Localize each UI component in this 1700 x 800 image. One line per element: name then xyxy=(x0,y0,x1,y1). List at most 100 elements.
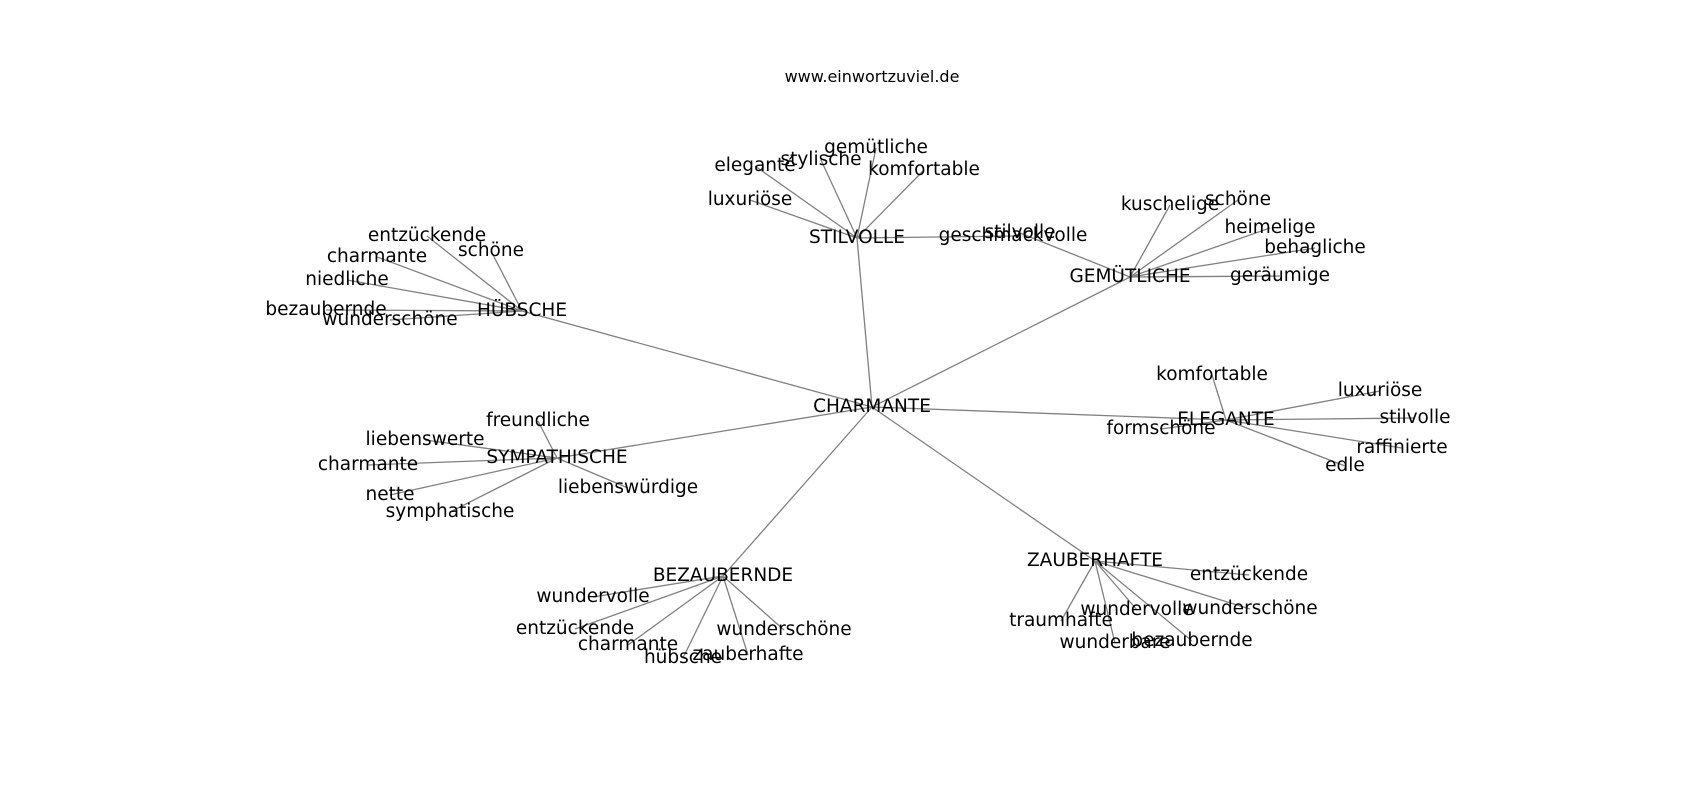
edge-hub-to-word xyxy=(426,235,523,312)
word-node-label: traumhafte xyxy=(1009,610,1113,631)
edge-hub-to-word xyxy=(346,279,523,312)
word-node-label: nette xyxy=(366,484,415,505)
edge-hub-to-word xyxy=(1225,417,1416,421)
word-node-label: wunderschöne xyxy=(322,309,457,330)
edge-center-to-hub xyxy=(521,310,873,408)
word-node-label: niedliche xyxy=(305,269,389,290)
word-node-label: behagliche xyxy=(1264,237,1366,258)
edge-hub-to-word xyxy=(449,457,558,513)
word-node-label: entzückende xyxy=(1190,564,1308,585)
word-node-label: freundliche xyxy=(486,410,590,431)
word-node-label: bezaubernde xyxy=(1131,630,1252,651)
word-node-label: hübsche xyxy=(644,647,722,668)
edge-hub-to-word xyxy=(1094,560,1250,576)
word-node-label: bezaubernde xyxy=(265,299,386,320)
hub-node-label: ZAUBERHAFTE xyxy=(1027,550,1163,571)
edge-hub-to-word xyxy=(376,256,523,312)
word-node-label: stilvolle xyxy=(984,222,1055,243)
edge-hub-to-word xyxy=(1094,560,1193,642)
hub-node-label: GEMÜTLICHE xyxy=(1069,265,1190,287)
edge-hub-to-word xyxy=(574,575,724,630)
edge-hub-to-word xyxy=(856,169,925,239)
word-node-label: luxuriöse xyxy=(1338,380,1423,401)
edge-hub-to-word xyxy=(627,575,724,646)
word-node-label: entzückende xyxy=(368,225,486,246)
edge-hub-to-word xyxy=(389,457,558,496)
edge-hub-to-word xyxy=(722,575,749,656)
edge-center-to-hub xyxy=(871,406,1227,421)
edge-hub-to-word xyxy=(556,457,629,489)
edge-hub-to-word xyxy=(424,439,558,459)
edge-center-to-hub xyxy=(871,276,1131,408)
edge-hub-to-word xyxy=(754,165,858,239)
word-node-label: wunderschöne xyxy=(716,619,851,640)
word-node-label: edle xyxy=(1325,455,1365,476)
edge-hub-to-word xyxy=(722,575,785,631)
edge-hub-to-word xyxy=(1225,419,1403,449)
word-node-label: charmante xyxy=(318,454,418,475)
edge-hub-to-word xyxy=(1060,560,1096,622)
word-node-label: geschmackvolle xyxy=(939,225,1088,246)
word-node-label: gemütliche xyxy=(824,137,928,158)
edge-hub-to-word xyxy=(1094,560,1116,644)
word-node-label: liebenswerte xyxy=(366,429,485,450)
edge-hub-to-word xyxy=(749,199,858,239)
word-node-label: kuschelige xyxy=(1121,194,1219,215)
word-node-label: wundervolle xyxy=(1080,599,1193,620)
edge-hub-to-word xyxy=(1129,199,1239,278)
edge-hub-to-word xyxy=(1129,247,1316,278)
edge-hub-to-word xyxy=(1129,227,1271,278)
edge-hub-to-word xyxy=(1160,419,1227,430)
word-node-label: schöne xyxy=(1205,189,1271,210)
edge-hub-to-word xyxy=(389,310,523,321)
edge-hub-to-word xyxy=(367,457,558,466)
hub-node-label: BEZAUBERNDE xyxy=(653,565,793,586)
edge-hub-to-word xyxy=(1094,560,1251,610)
edge-center-to-hub xyxy=(722,406,873,577)
edge-hub-to-word xyxy=(1225,390,1381,421)
word-node-label: charmante xyxy=(327,246,427,267)
edge-center-to-hub xyxy=(856,237,873,408)
edge-hub-to-word xyxy=(1129,275,1281,278)
hub-node-label: STILVOLLE xyxy=(809,227,905,248)
edge-hub-to-word xyxy=(856,147,877,239)
word-node-label: schöne xyxy=(458,240,524,261)
edge-hub-to-word xyxy=(490,250,523,312)
word-node-label: zauberhafte xyxy=(692,644,803,665)
word-node-label: wunderbare xyxy=(1060,632,1171,653)
word-node-label: luxuriöse xyxy=(708,189,793,210)
site-url-label: www.einwortzuviel.de xyxy=(785,67,960,86)
edge-hub-to-word xyxy=(820,159,858,239)
graph-labels: www.einwortzuviel.de CHARMANTE STILVOLLE e… xyxy=(265,67,1450,668)
word-node-label: wunderschöne xyxy=(1182,598,1317,619)
word-node-label: stylische xyxy=(780,149,861,170)
hub-node-label: HÜBSCHE xyxy=(477,299,567,321)
edge-hub-to-word xyxy=(1225,419,1346,467)
hub-node-label: ELEGANTE xyxy=(1177,409,1275,430)
edge-hub-to-word xyxy=(1019,232,1131,278)
word-node-label: entzückende xyxy=(516,618,634,639)
edge-hub-to-word xyxy=(856,235,1014,239)
word-node-label: heimelige xyxy=(1224,217,1315,238)
word-node-label: formschöne xyxy=(1106,418,1215,439)
word-node-label: eleganté xyxy=(714,155,795,176)
word-node-label: stilvolle xyxy=(1379,407,1450,428)
edge-center-to-hub xyxy=(871,406,1096,562)
word-node-label: komfortable xyxy=(868,159,980,180)
word-node-label: komfortable xyxy=(1156,364,1268,385)
word-node-label: charmante xyxy=(578,634,678,655)
edge-hub-to-word xyxy=(1094,560,1138,611)
word-node-label: wundervolle xyxy=(536,586,649,607)
edge-hub-to-word xyxy=(1211,374,1227,421)
word-node-label: geräumige xyxy=(1230,265,1330,286)
edge-hub-to-word xyxy=(1129,204,1171,278)
word-node-label: symphatische xyxy=(386,501,515,522)
word-node-label: raffinierte xyxy=(1356,437,1447,458)
word-node-label: liebenswürdige xyxy=(558,477,698,498)
center-node-label: CHARMANTE xyxy=(813,396,931,417)
edge-hub-to-word xyxy=(682,575,724,659)
edge-hub-to-word xyxy=(325,309,523,312)
edge-hub-to-word xyxy=(537,420,558,459)
edge-center-to-hub xyxy=(556,406,873,459)
